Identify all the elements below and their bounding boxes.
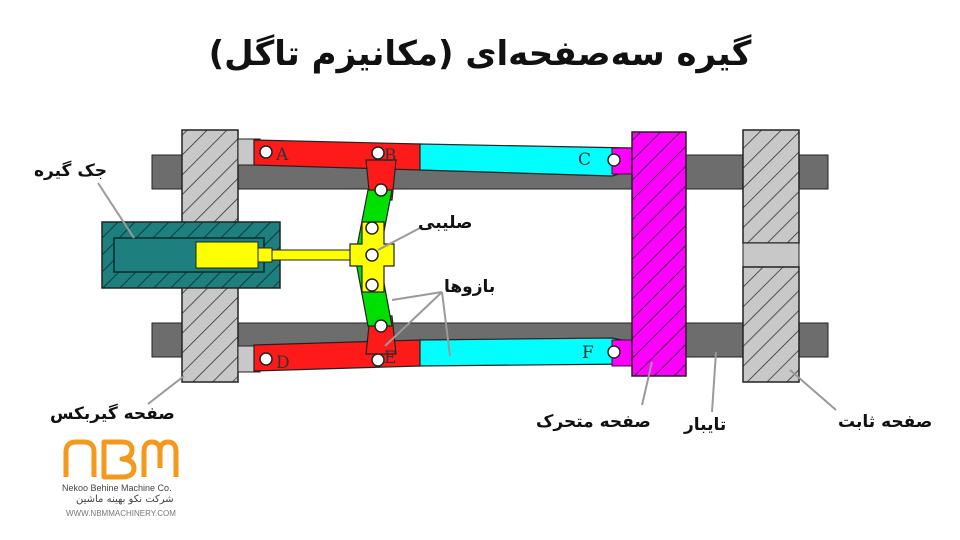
pin-b-hub (374, 183, 388, 197)
pin-label-b: B (384, 146, 397, 166)
gearbox-plate-top (181, 129, 239, 226)
logo-company-name: Nekoo Behine Machine Co. (62, 483, 172, 493)
jack-piston (195, 241, 259, 269)
diagram-title: گیره سه‌صفحه‌ای (مکانیزم تاگل) (208, 34, 752, 74)
pin-f (607, 345, 621, 359)
pin-e-hub (374, 319, 388, 333)
pin-cross-top (365, 221, 379, 235)
leader-jack (97, 182, 135, 239)
pin-label-a: A (275, 145, 289, 165)
gearbox-plate-bottom (181, 281, 239, 383)
label-tie-bar: تایبار (684, 415, 727, 435)
label-moving-plate: صفحه متحرک (536, 412, 651, 432)
pin-label-e: E (384, 348, 396, 368)
arm-e-f (419, 337, 633, 367)
fixed-plate-slot (742, 242, 800, 268)
pin-e-bottom (371, 353, 385, 367)
nbm-logo-mark (63, 439, 179, 480)
logo-website: WWW.NBMMACHINERY.COM (66, 509, 176, 518)
pin-b-top (371, 146, 385, 160)
label-fixed-plate: صفحه ثابت (838, 412, 933, 432)
arm-b-c (419, 143, 633, 177)
pin-c (607, 153, 621, 167)
moving-plate (631, 131, 687, 377)
pin-label-d: D (276, 353, 290, 373)
pin-cross-mid (365, 248, 379, 262)
leader-tiebar (711, 351, 717, 413)
leader-moving (641, 361, 653, 406)
leader-arms-2 (384, 291, 443, 347)
fixed-plate-bottom (742, 266, 800, 383)
label-cross: صلیبی (418, 213, 473, 233)
fixed-plate-top (742, 129, 800, 244)
pin-a (259, 145, 273, 159)
pin-label-c: C (578, 150, 591, 170)
label-gearbox-plate: صفحه گیربکس (50, 404, 175, 424)
leader-fixed (789, 369, 837, 411)
leader-arms-1 (391, 291, 443, 301)
leader-arms-3 (441, 291, 451, 357)
label-jack: جک گیره (34, 161, 108, 181)
pin-cross-bottom (365, 278, 379, 292)
pin-d (259, 352, 273, 366)
label-arms: بازوها (444, 277, 496, 297)
leader-gearbox (147, 375, 185, 405)
leader-cross (377, 227, 421, 251)
logo-company-name-fa: شرکت نکو بهینه ماشین (76, 494, 174, 505)
jack-rod-end (257, 247, 273, 263)
pin-label-f: F (582, 343, 594, 363)
jack-rod (271, 249, 353, 261)
